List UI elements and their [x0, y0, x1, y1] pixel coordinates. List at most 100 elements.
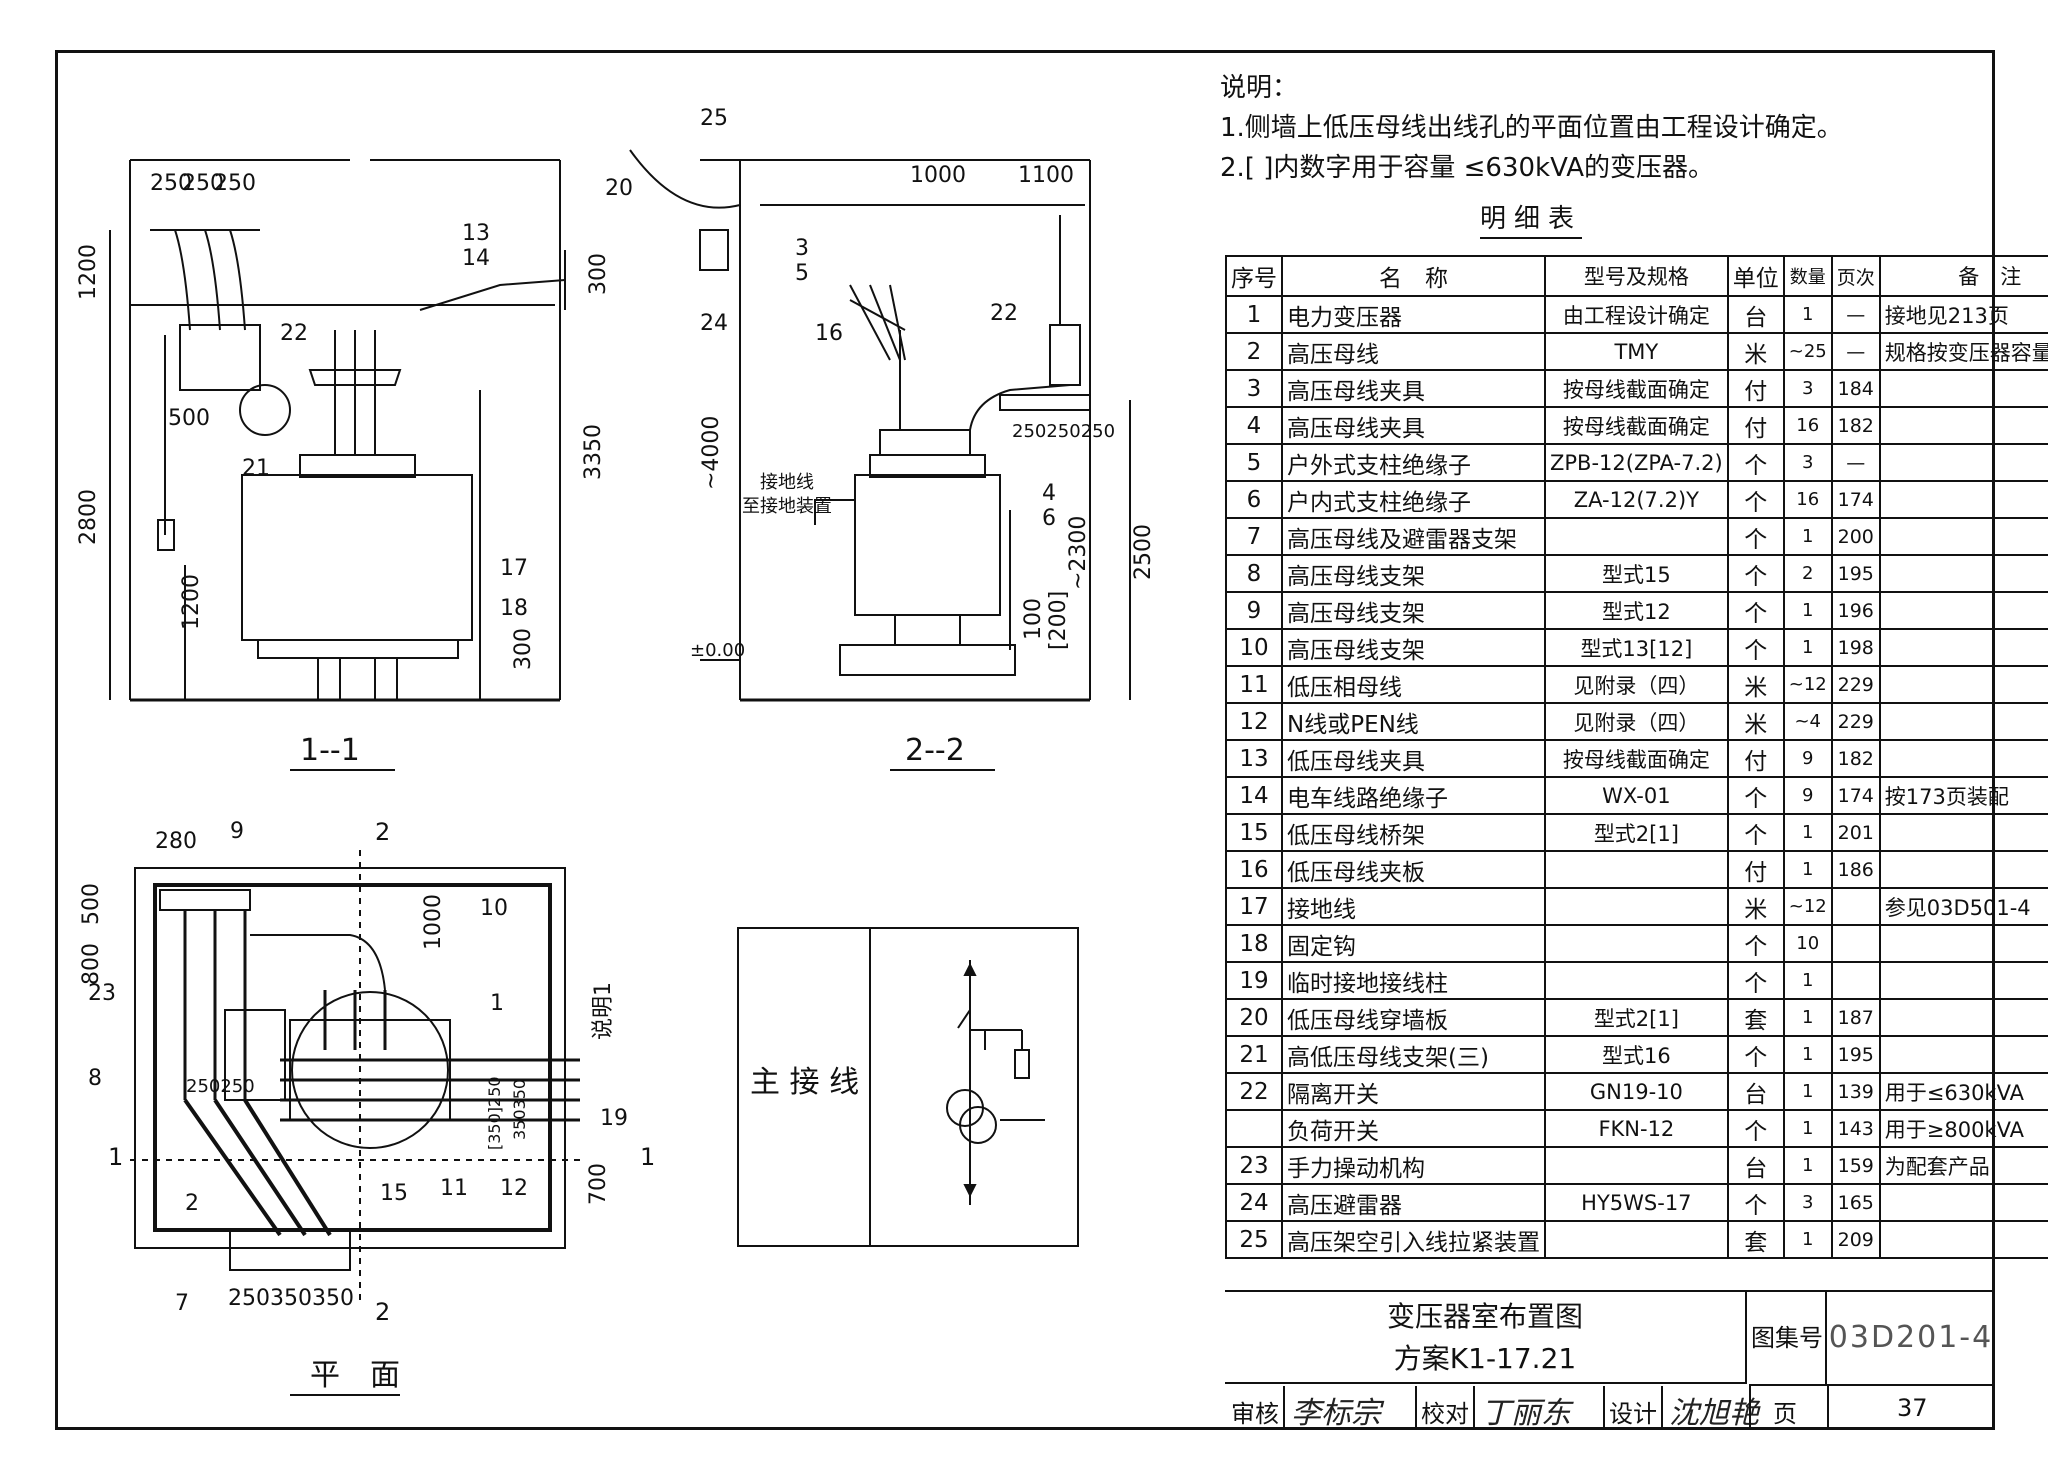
row-no: 12	[1225, 702, 1283, 741]
row-page: 187	[1830, 998, 1881, 1037]
row-name: 高压母线支架	[1281, 628, 1546, 667]
callout-17: 17	[500, 556, 528, 581]
row-page: 165	[1830, 1183, 1881, 1222]
dim-s2-4000: ~4000	[699, 416, 724, 490]
dim-p-1000: 1000	[421, 894, 446, 950]
dim-s2-1100: 1100	[1018, 163, 1074, 188]
row-remark	[1878, 628, 2048, 667]
row-name: 接地线	[1281, 887, 1546, 926]
row-no: 17	[1225, 887, 1283, 926]
row-unit: 个	[1726, 628, 1785, 667]
dim-s1-1200: 1200	[76, 244, 101, 300]
row-name: 高压母线夹具	[1281, 369, 1546, 408]
row-remark	[1878, 1035, 2048, 1074]
row-model: 型式12	[1544, 591, 1729, 630]
row-page: 195	[1830, 554, 1881, 593]
atlas-number: 03D201-4	[1827, 1292, 1995, 1386]
dim-s1-1200b: 1200	[179, 574, 204, 630]
row-name: 固定钩	[1281, 924, 1546, 963]
dim-p-col: [350]250	[485, 1076, 504, 1150]
row-qty: 3	[1782, 369, 1833, 408]
row-no: 15	[1225, 813, 1283, 852]
design-signature: 沈旭艳	[1669, 1396, 1759, 1431]
row-remark: 参见03D501-4	[1878, 887, 2048, 926]
dim-s2-250: 250250250	[1012, 421, 1115, 442]
callout-25: 25	[700, 106, 728, 131]
row-page	[1830, 961, 1881, 1000]
dim-s1-300b: 300	[586, 253, 611, 295]
row-name: 电车线路绝缘子	[1281, 776, 1546, 815]
dim-s2-100: 100	[1021, 598, 1046, 640]
row-no: 13	[1225, 739, 1283, 778]
row-name: 户外式支柱绝缘子	[1281, 443, 1546, 482]
row-qty: 10	[1782, 924, 1833, 963]
row-name: 临时接地接线柱	[1281, 961, 1546, 1000]
row-model: 型式16	[1544, 1035, 1729, 1074]
header-no: 序号	[1225, 255, 1283, 297]
row-model	[1544, 1146, 1729, 1185]
header-remark: 备 注	[1878, 255, 2048, 297]
dim-s1-3350: 3350	[581, 424, 606, 480]
row-remark	[1878, 591, 2048, 630]
callout-4: 4	[1042, 481, 1056, 506]
row-qty: 1	[1782, 850, 1833, 889]
row-page: 182	[1830, 739, 1881, 778]
row-name: 高压架空引入线拉紧装置	[1281, 1220, 1546, 1259]
callout-18: 18	[500, 596, 528, 621]
callout-7: 7	[175, 1291, 189, 1316]
callout-16: 16	[815, 321, 843, 346]
row-no: 11	[1225, 665, 1283, 704]
row-name: N线或PEN线	[1281, 702, 1546, 741]
row-page: 195	[1830, 1035, 1881, 1074]
callout-8: 8	[88, 1066, 102, 1091]
main-wiring-diagram	[737, 927, 1079, 1247]
row-remark	[1878, 1183, 2048, 1222]
row-qty: 9	[1782, 776, 1833, 815]
row-page: 229	[1830, 665, 1881, 704]
row-remark	[1878, 480, 2048, 519]
callout-15: 15	[380, 1181, 408, 1206]
row-name: 低压母线穿墙板	[1281, 998, 1546, 1037]
row-qty: ~4	[1782, 702, 1833, 741]
row-remark: 用于≤630kVA	[1878, 1072, 2048, 1111]
row-unit: 米	[1726, 702, 1785, 741]
plan-view	[130, 850, 580, 1300]
row-no: 5	[1225, 443, 1283, 482]
row-page: —	[1830, 332, 1881, 371]
section-mark-top: 2	[375, 818, 390, 846]
row-qty: 1	[1782, 813, 1833, 852]
dim-s2-000: ±0.00	[690, 640, 745, 661]
row-qty: 1	[1782, 998, 1833, 1037]
row-remark	[1878, 369, 2048, 408]
dim-p-bottom: 250350350	[228, 1286, 354, 1311]
row-model: WX-01	[1544, 776, 1729, 815]
row-name: 电力变压器	[1281, 295, 1546, 334]
row-page: 139	[1830, 1072, 1881, 1111]
row-page: 196	[1830, 591, 1881, 630]
row-no: 4	[1225, 406, 1283, 445]
callout-6: 6	[1042, 506, 1056, 531]
page-number: 37	[1897, 1394, 1928, 1422]
row-remark	[1878, 554, 2048, 593]
dim-s2-2500: 2500	[1131, 524, 1156, 580]
row-page: 200	[1830, 517, 1881, 556]
dim-s1-2800: 2800	[76, 489, 101, 545]
row-remark	[1878, 813, 2048, 852]
dim-p-250250: 250250	[186, 1076, 255, 1097]
row-no: 2	[1225, 332, 1283, 371]
row-name: 低压母线夹具	[1281, 739, 1546, 778]
row-qty: 1	[1782, 591, 1833, 630]
row-qty: ~25	[1782, 332, 1833, 371]
row-page: 186	[1830, 850, 1881, 889]
row-model	[1544, 517, 1729, 556]
row-unit: 台	[1726, 1146, 1785, 1185]
notes-line-1: 1.侧墙上低压母线出线孔的平面位置由工程设计确定。	[1220, 113, 1843, 143]
